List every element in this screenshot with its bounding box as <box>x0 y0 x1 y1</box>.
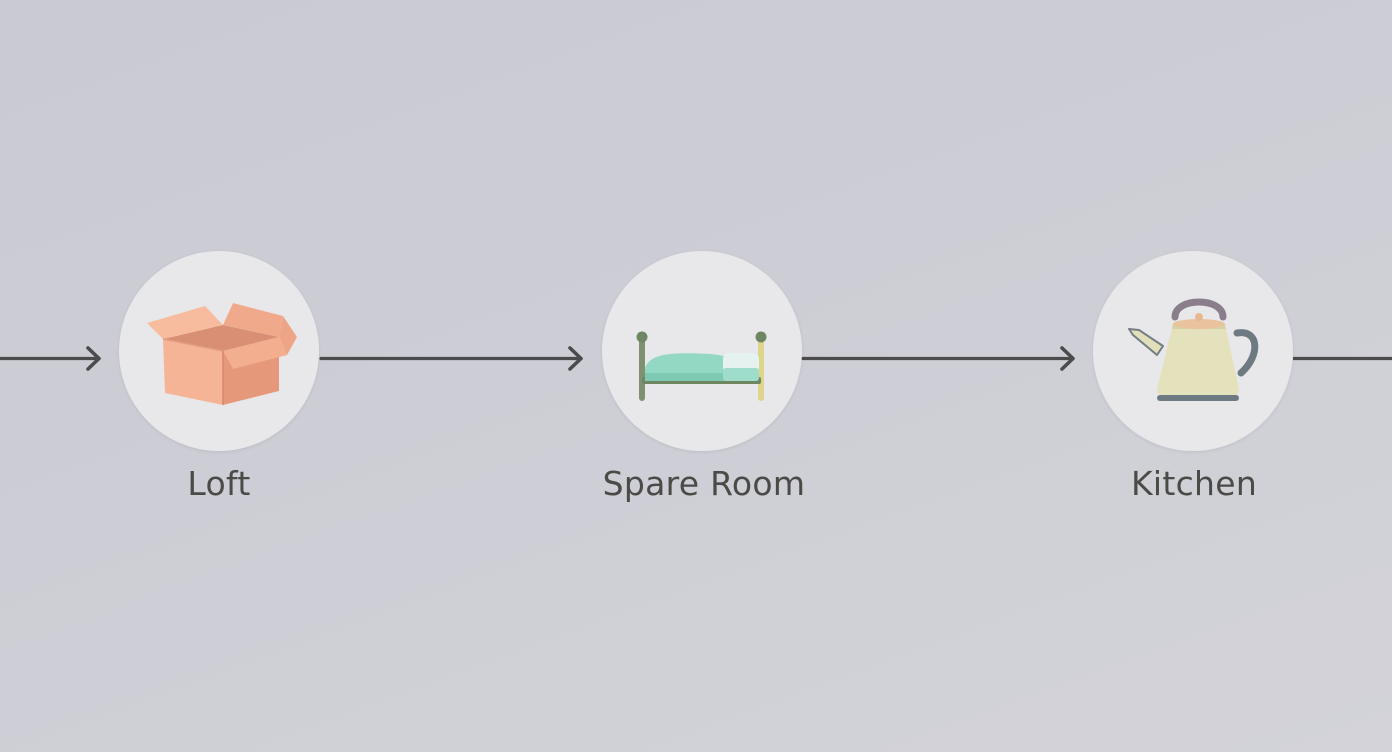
kettle-icon <box>1128 298 1259 401</box>
box-icon <box>147 303 297 405</box>
step-node-loft <box>119 251 319 451</box>
step-node-kitchen <box>1093 251 1293 451</box>
arrow-into-loft <box>0 344 104 374</box>
arrow-loft-to-spare-room <box>319 344 585 374</box>
step-label-loft: Loft <box>187 464 251 503</box>
step-node-spare-room <box>602 251 802 451</box>
step-label-spare-room: Spare Room <box>602 464 806 503</box>
bed-icon <box>636 331 767 401</box>
step-label-kitchen: Kitchen <box>1130 464 1258 503</box>
line-out-of-kitchen <box>1293 344 1392 374</box>
arrow-spare-room-to-kitchen <box>801 344 1077 374</box>
